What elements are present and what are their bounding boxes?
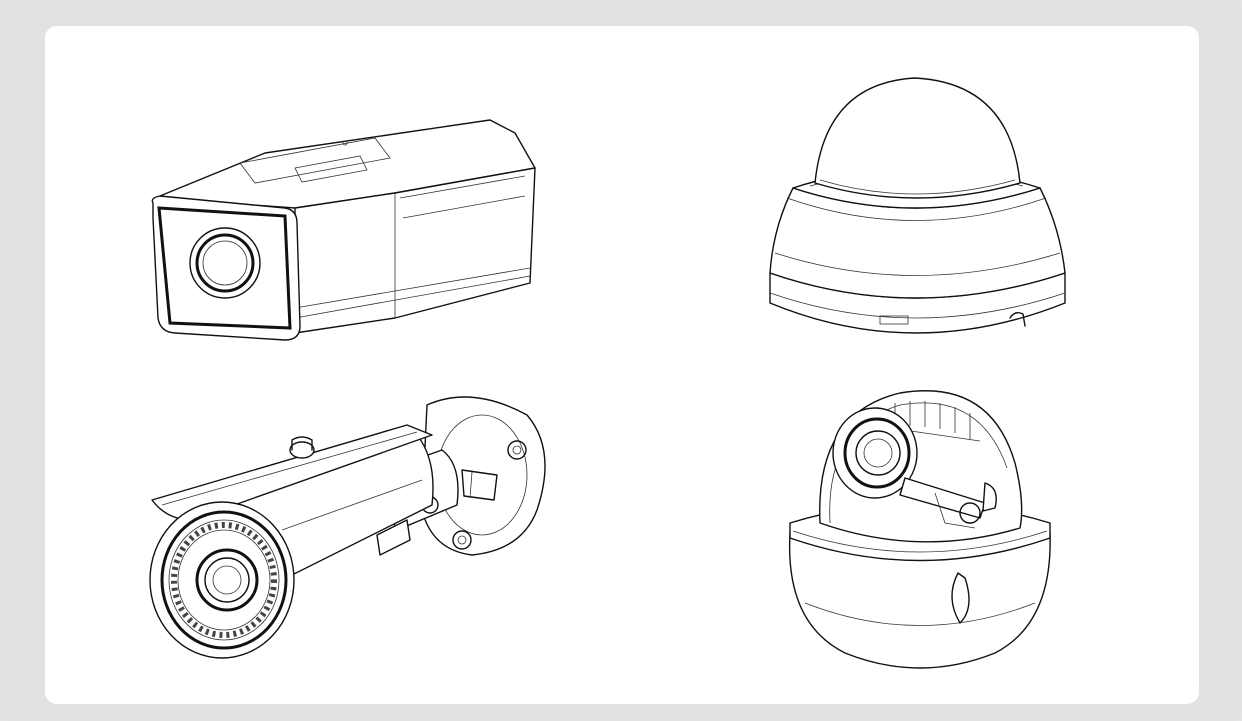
dome-camera-icon [769,77,1066,334]
vandal-dome-camera-icon [788,390,1051,669]
box-camera-icon [151,119,536,341]
bullet-camera-icon [149,396,546,659]
